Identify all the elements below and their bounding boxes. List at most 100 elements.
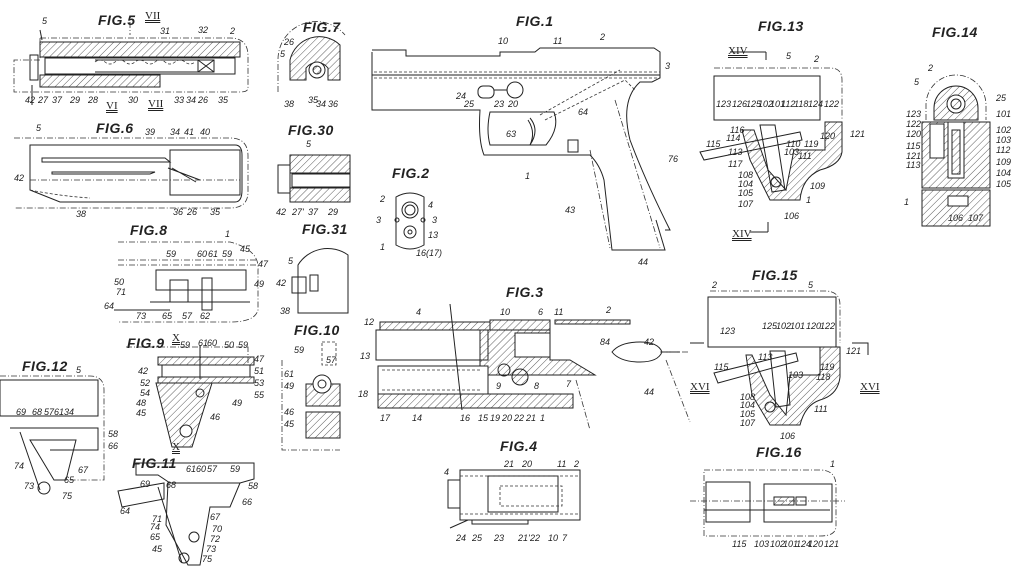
label: 121: [906, 151, 922, 161]
label: 53: [254, 378, 265, 388]
label: 42: [25, 95, 36, 105]
label: 102: [770, 539, 786, 549]
label: 35: [218, 95, 229, 105]
label: 67: [78, 465, 89, 475]
label: 1: [225, 229, 231, 239]
figure-8: FIG.8 1 59 60 61 59 45 47 50 49 71 64 73…: [104, 220, 270, 330]
figure-6: FIG.6 5 39 34 41 40 42 38 36 26 35: [0, 110, 260, 220]
label: 29: [70, 95, 81, 105]
label: 105: [740, 409, 756, 419]
label: 10: [498, 36, 509, 46]
label: 109: [996, 157, 1012, 167]
label: 2: [574, 459, 580, 469]
figure-10: FIG.10 59 57 61 49 46 45: [270, 320, 341, 460]
label: 118: [794, 99, 809, 109]
label: 123: [906, 109, 922, 119]
label: 70: [212, 524, 223, 534]
label: 8: [534, 381, 540, 391]
label: 118: [816, 372, 831, 382]
label: 32: [198, 25, 209, 35]
label: 106: [784, 211, 800, 221]
label: 5: [288, 256, 294, 266]
label: 39: [145, 127, 156, 137]
label: 49: [254, 279, 265, 289]
label: 65: [150, 532, 161, 542]
label: 4: [428, 200, 434, 210]
figure-2-drawing: [394, 192, 426, 250]
label: 65: [64, 475, 75, 485]
label: 22: [530, 533, 541, 543]
label: 104: [740, 400, 756, 410]
label: 46: [284, 407, 295, 417]
figure-13-drawing: [699, 51, 843, 233]
label: 48: [136, 398, 147, 408]
label: 60: [196, 464, 207, 474]
label: 45: [136, 408, 147, 418]
label: 115: [706, 139, 721, 149]
label: 2: [600, 32, 606, 42]
section-mark-x-top: X: [172, 332, 180, 344]
label: 105: [996, 179, 1012, 189]
label: 37: [52, 95, 63, 105]
label: 123: [720, 326, 736, 336]
label: 26: [284, 37, 295, 47]
figure-4: FIG.4 21 20 11 2 4 24 25 23 21' 22 10 7: [420, 430, 620, 550]
figure-10-title: FIG.10: [294, 322, 340, 338]
label: 66: [108, 441, 119, 451]
figure-12-title: FIG.12: [22, 358, 68, 374]
label: 2: [606, 305, 612, 315]
label: 57: [207, 464, 218, 474]
label: 106: [780, 431, 796, 441]
label: 6: [538, 307, 544, 317]
label: 69: [140, 479, 151, 489]
label: 115: [732, 539, 747, 549]
label: 61: [186, 464, 197, 474]
figure-3-drawing: [375, 303, 691, 431]
label: 46: [210, 412, 221, 422]
figure-2-title: FIG.2: [392, 165, 430, 181]
section-mark-xvi-left: XVI: [690, 381, 710, 393]
label: 120: [808, 539, 824, 549]
label: 1: [540, 413, 546, 423]
label: 102: [758, 99, 774, 109]
label: 103: [996, 135, 1012, 145]
figure-11-drawing: [117, 462, 255, 566]
figure-31-drawing: [291, 248, 349, 314]
label: 107: [738, 199, 754, 209]
label: 25: [472, 533, 483, 543]
section-mark-vii-top: VII: [145, 10, 161, 22]
label: 23: [494, 99, 505, 109]
label: 42: [276, 207, 287, 217]
label: 5: [914, 77, 920, 87]
label: 107: [968, 213, 984, 223]
label: 57: [182, 311, 193, 321]
label: 59: [180, 340, 191, 350]
label: 72: [210, 534, 221, 544]
label: 125: [762, 321, 778, 331]
figure-6-title: FIG.6: [96, 120, 134, 136]
figure-13-title: FIG.13: [758, 18, 804, 34]
label: 9: [496, 381, 502, 391]
label: 5: [280, 49, 286, 59]
label: 49: [284, 381, 295, 391]
label: 119: [820, 362, 835, 372]
label: 64: [104, 301, 115, 311]
figure-16: FIG.16 1 115 103 102 101 124 120 121: [690, 440, 890, 576]
label: 63: [506, 129, 517, 139]
label: 75: [62, 491, 73, 501]
figure-11-title: FIG.11: [132, 455, 177, 471]
label: 45: [152, 544, 163, 554]
label: 73: [136, 311, 147, 321]
label: 75: [202, 554, 213, 564]
label: 5: [306, 139, 312, 149]
label: 67: [210, 512, 221, 522]
label: 15: [478, 413, 489, 423]
figure-7-drawing: [277, 21, 346, 92]
label: 74: [14, 461, 25, 471]
label: 112: [781, 99, 796, 109]
label: 115: [714, 362, 729, 372]
label: 11: [553, 36, 563, 46]
label: 3: [665, 61, 671, 71]
section-mark-xiv-top: XIV: [728, 45, 748, 57]
figure-15-title: FIG.15: [752, 267, 798, 283]
